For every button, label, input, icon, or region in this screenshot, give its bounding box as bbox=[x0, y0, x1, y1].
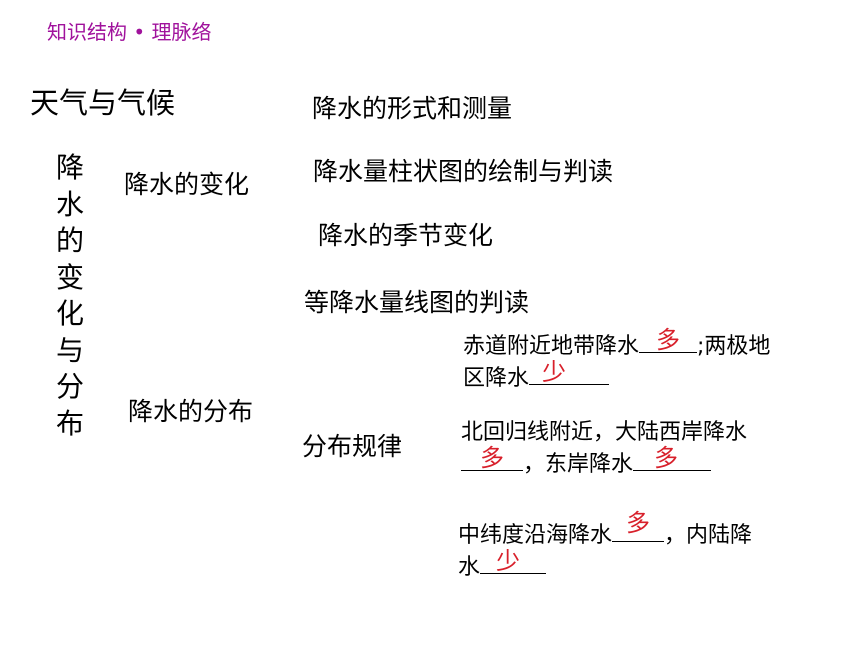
rule-text: 赤道附近地带降水 bbox=[463, 334, 640, 359]
item-forms: 降水的形式和测量 bbox=[312, 94, 513, 123]
page-title: 天气与气候 bbox=[30, 86, 176, 120]
vertical-char: 布 bbox=[55, 406, 84, 440]
vertical-char: 降 bbox=[55, 151, 84, 184]
branch-distribution: 降水的分布 bbox=[128, 397, 254, 426]
rule-text: ;两极地 bbox=[697, 334, 771, 359]
answer-blank: 少 bbox=[529, 358, 610, 386]
vertical-char: 的 bbox=[55, 224, 84, 257]
answer-blank: 多 bbox=[633, 444, 712, 472]
item-rules: 分布规律 bbox=[302, 432, 403, 461]
rule-text: 北回归线附近，大陆西岸降水 bbox=[461, 420, 748, 445]
item-isoline: 等降水量线图的判读 bbox=[304, 288, 530, 317]
rule-tropic-of-cancer: 北回归线附近，大陆西岸降水 多 ，东岸降水多 bbox=[461, 417, 747, 480]
branch-change: 降水的变化 bbox=[124, 170, 250, 199]
answer-text: 多 bbox=[480, 444, 504, 472]
answer-blank: 多 bbox=[612, 509, 665, 542]
vertical-char: 变 bbox=[55, 260, 84, 294]
answer-text: 少 bbox=[542, 358, 567, 386]
vertical-char: 化 bbox=[55, 297, 84, 330]
vertical-char: 分 bbox=[55, 370, 84, 403]
answer-blank: 少 bbox=[480, 547, 547, 575]
rule-text: 中纬度沿海降水 bbox=[458, 523, 613, 548]
answer-text: 多 bbox=[626, 509, 651, 537]
item-seasonal: 降水的季节变化 bbox=[318, 221, 494, 250]
item-bar-chart: 降水量柱状图的绘制与判读 bbox=[313, 157, 614, 186]
rule-text: ，东岸降水 bbox=[523, 452, 634, 477]
answer-blank: 多 bbox=[461, 444, 523, 472]
section-header: 知识结构 • 理脉络 bbox=[47, 20, 212, 44]
vertical-char: 水 bbox=[55, 187, 84, 221]
rule-text: ，内陆降 bbox=[664, 523, 753, 548]
rule-mid-latitude: 中纬度沿海降水多 ，内陆降 水少 bbox=[458, 509, 753, 583]
answer-blank: 多 bbox=[639, 326, 698, 354]
answer-text: 多 bbox=[656, 326, 681, 354]
vertical-char: 与 bbox=[55, 333, 84, 367]
vertical-topic-title: 降 水 的 变 化 与 分 布 bbox=[54, 150, 86, 442]
rule-text: 区降水 bbox=[463, 366, 530, 391]
rule-text: 水 bbox=[458, 555, 481, 580]
answer-text: 多 bbox=[654, 444, 679, 472]
rule-equator: 赤道附近地带降水多 ;两极地 区降水少 bbox=[463, 326, 771, 394]
answer-text: 少 bbox=[496, 547, 521, 575]
